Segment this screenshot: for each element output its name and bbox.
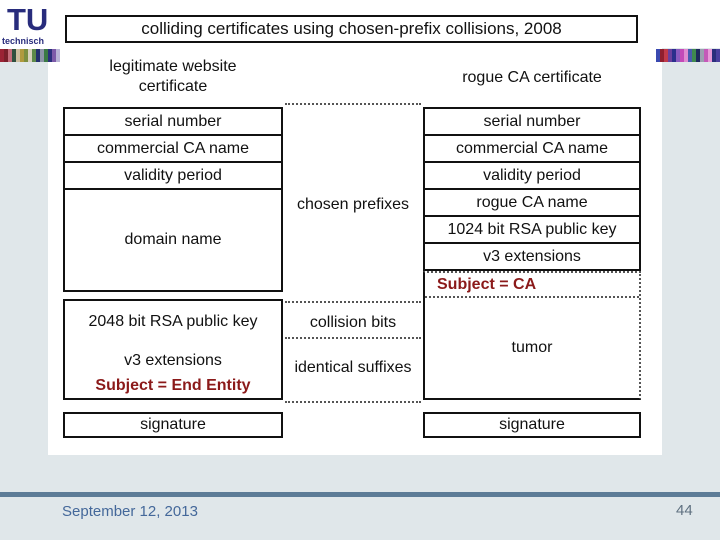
left-field-commercial-ca-name: commercial CA name xyxy=(65,134,281,161)
left-cert-header-line2: certificate xyxy=(138,78,208,95)
label-chosen-prefixes: chosen prefixes xyxy=(296,196,410,213)
stripe-segment xyxy=(668,49,672,62)
footer-divider-bar xyxy=(0,492,720,497)
stripe-segment xyxy=(712,49,716,62)
stripe-segment xyxy=(684,49,688,62)
stripe-segment xyxy=(716,49,720,62)
left-field-validity-period: validity period xyxy=(65,161,281,188)
stripe-segment xyxy=(28,49,32,62)
stripe-segment xyxy=(672,49,676,62)
stripe-segment xyxy=(36,49,40,62)
right-field-v3-extensions: v3 extensions xyxy=(425,242,639,269)
logo-subtext: technisch xyxy=(2,36,45,46)
left-field-domain-name: domain name xyxy=(65,188,281,290)
stripe-segment xyxy=(8,49,12,62)
stripe-segment xyxy=(4,49,8,62)
tumor-area: tumor xyxy=(425,298,639,398)
dotted-line-bottom xyxy=(285,401,421,403)
right-field-rogue-ca-name: rogue CA name xyxy=(425,188,639,215)
stripe-segment xyxy=(664,49,668,62)
footer-page-number: 44 xyxy=(676,502,693,519)
stripe-segment xyxy=(56,49,60,62)
left-signature-box: signature xyxy=(63,412,283,438)
dotted-line-top xyxy=(285,103,421,105)
stripe-segment xyxy=(676,49,680,62)
label-collision-bits: collision bits xyxy=(309,314,397,331)
stripe-segment xyxy=(52,49,56,62)
stripe-segment xyxy=(40,49,44,62)
right-field-validity-period: validity period xyxy=(425,161,639,188)
left-field-v3-extensions: v3 extensions xyxy=(124,352,222,369)
stripe-segment xyxy=(32,49,36,62)
right-subject-highlight: Subject = CA xyxy=(425,273,639,298)
label-identical-suffixes: identical suffixes xyxy=(294,359,412,376)
stripe-segment xyxy=(0,49,4,62)
right-field-commercial-ca-name: commercial CA name xyxy=(425,134,639,161)
stripe-segment xyxy=(44,49,48,62)
footer-date: September 12, 2013 xyxy=(62,503,198,520)
stripe-segment xyxy=(20,49,24,62)
left-cert-header-line1: legitimate website xyxy=(109,58,237,75)
right-signature-box: signature xyxy=(423,412,641,438)
left-subject-highlight: Subject = End Entity xyxy=(95,377,251,394)
top-right-background xyxy=(662,0,720,48)
stripe-segment xyxy=(692,49,696,62)
stripe-segment xyxy=(696,49,700,62)
left-field-serial-number: serial number xyxy=(124,113,222,130)
stripe-segment xyxy=(656,49,660,62)
slide-title-box: colliding certificates using chosen-pref… xyxy=(65,15,638,43)
decor-stripe-right xyxy=(656,49,720,62)
stripe-segment xyxy=(24,49,28,62)
right-field-serial-number: serial number xyxy=(483,113,581,130)
left-cert-header: legitimate website certificate xyxy=(63,57,283,97)
tumor-label: tumor xyxy=(511,339,553,356)
left-cert-rows-box: serial number commercial CA name validit… xyxy=(63,107,283,292)
right-field-public-key: 1024 bit RSA public key xyxy=(425,215,639,242)
stripe-segment xyxy=(700,49,704,62)
slide-title: colliding certificates using chosen-pref… xyxy=(141,19,562,38)
tu-logo: TU xyxy=(7,2,49,37)
stripe-segment xyxy=(704,49,708,62)
stripe-segment xyxy=(12,49,16,62)
dotted-line-collision-bottom xyxy=(285,337,421,339)
left-key-box: 2048 bit RSA public key v3 extensions Su… xyxy=(63,299,283,400)
stripe-segment xyxy=(680,49,684,62)
stripe-segment xyxy=(688,49,692,62)
right-dotted-region: Subject = CA tumor xyxy=(423,271,641,400)
right-cert-rows-box: serial number commercial CA name validit… xyxy=(423,107,641,271)
dotted-line-collision-top xyxy=(285,301,421,303)
decor-stripe-left xyxy=(0,49,60,62)
stripe-segment xyxy=(48,49,52,62)
stripe-segment xyxy=(660,49,664,62)
stripe-segment xyxy=(708,49,712,62)
left-field-public-key: 2048 bit RSA public key xyxy=(88,313,258,330)
right-cert-header: rogue CA certificate xyxy=(462,69,602,86)
stripe-segment xyxy=(16,49,20,62)
